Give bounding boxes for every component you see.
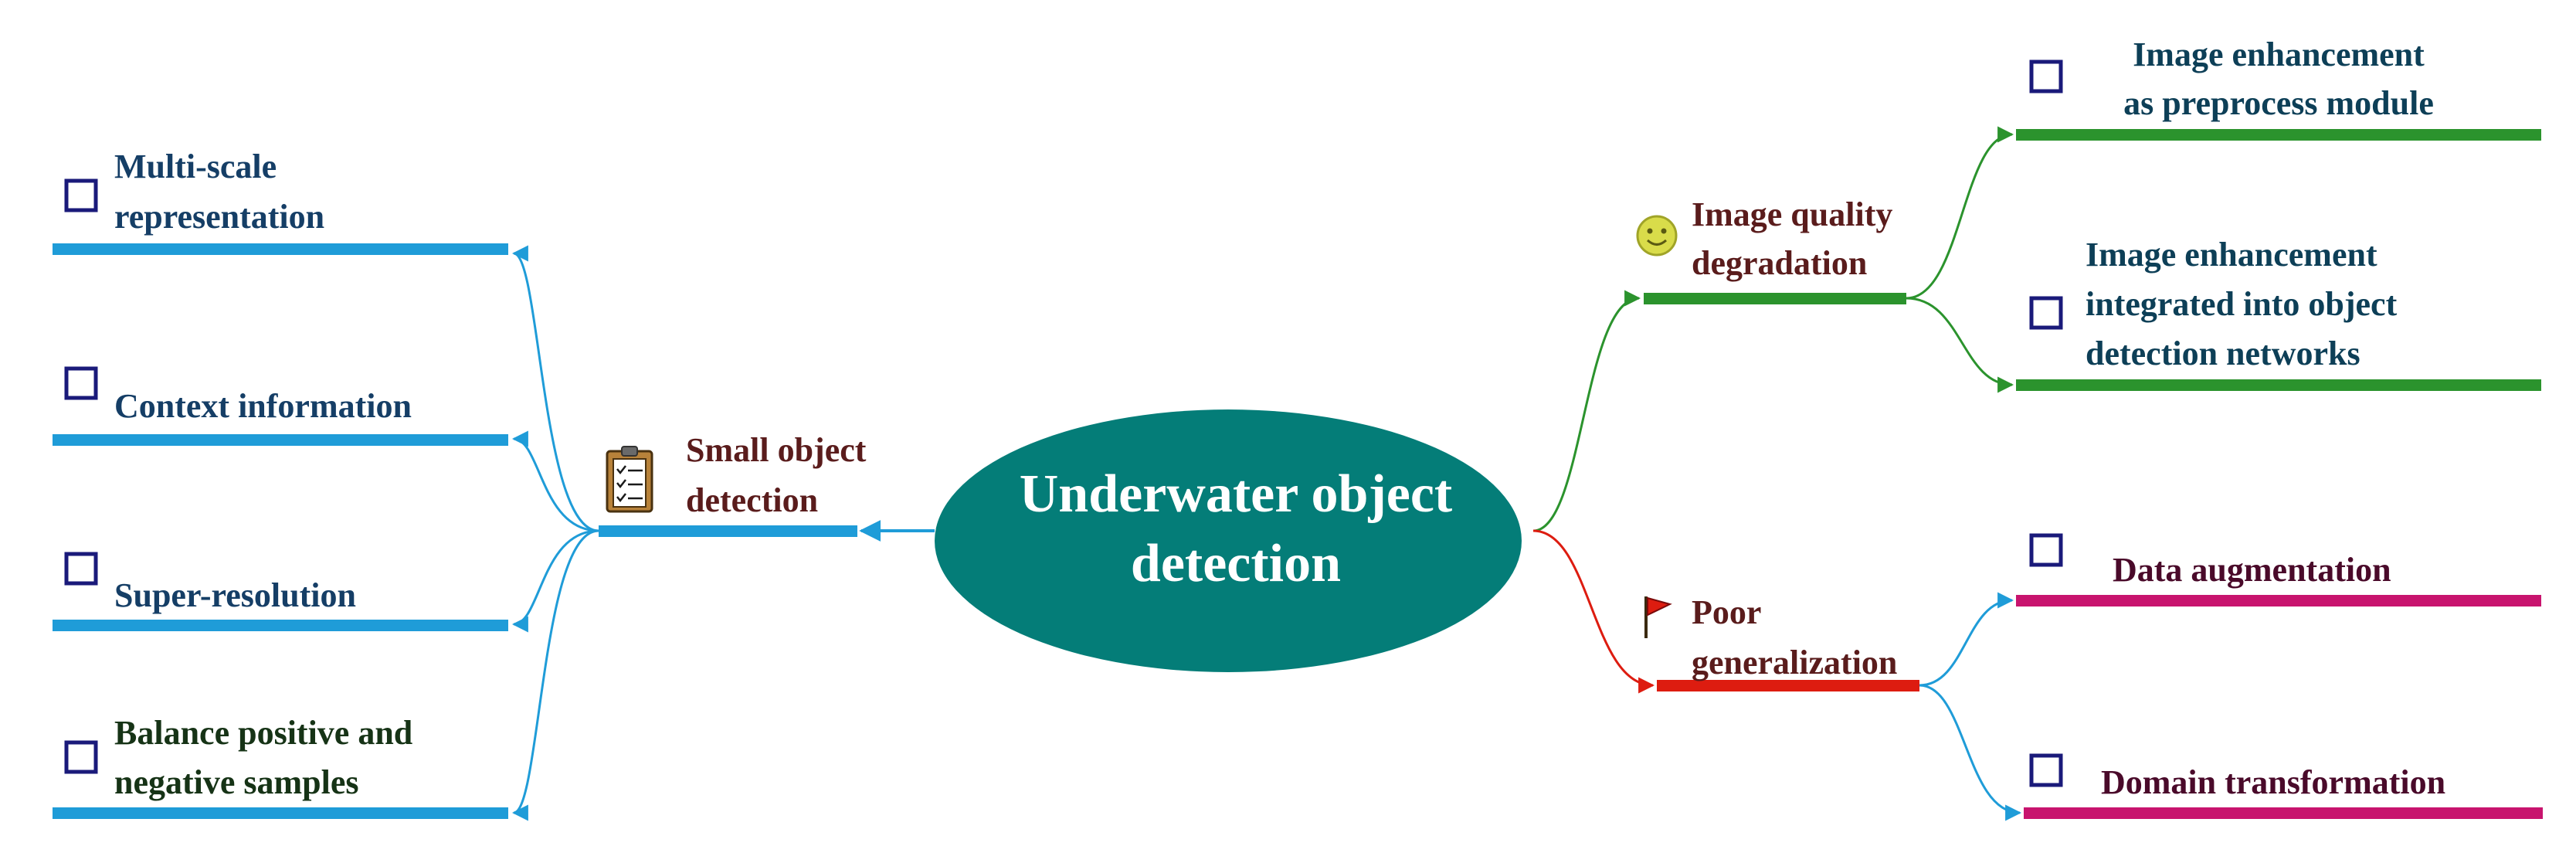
image-quality-label-line1: Image quality bbox=[1692, 195, 1892, 233]
data-augmentation-bar bbox=[2016, 595, 2541, 606]
checkbox-icon bbox=[64, 740, 98, 774]
poor-generalization-label-line2: generalization bbox=[1692, 644, 1897, 681]
checkbox-icon bbox=[64, 366, 98, 400]
domain-transformation-bar bbox=[2024, 807, 2543, 819]
small-object-bar bbox=[599, 525, 857, 537]
image-quality-bar bbox=[1644, 293, 1906, 304]
connector-to-enhancement-preprocess bbox=[1906, 126, 2014, 300]
enhancement-integrated-label-line3: detection networks bbox=[2086, 335, 2360, 372]
super-resolution-label: Super-resolution bbox=[114, 576, 356, 614]
balance-samples-label-line1: Balance positive and bbox=[114, 714, 412, 752]
data-augmentation-label: Data augmentation bbox=[2113, 551, 2391, 589]
poor-generalization-bar bbox=[1657, 680, 1919, 691]
connector-to-enhancement-integrated bbox=[1906, 297, 2014, 393]
center-label-line1: Underwater object bbox=[1020, 464, 1452, 524]
connector-to-context-information bbox=[511, 430, 599, 532]
enhancement-preprocess-label-line1: Image enhancement bbox=[2133, 36, 2425, 73]
small-object-label-line1: Small object bbox=[686, 431, 867, 469]
center-node bbox=[935, 409, 1522, 672]
enhancement-preprocess-label-line2: as preprocess module bbox=[2123, 84, 2434, 122]
multi-scale-bar bbox=[53, 243, 508, 255]
enhancement-integrated-label-line2: integrated into object bbox=[2086, 285, 2398, 323]
domain-transformation-label: Domain transformation bbox=[2101, 763, 2445, 801]
connector-center-to-image-quality bbox=[1532, 290, 1641, 532]
connector-to-data-augmentation bbox=[1919, 592, 2014, 687]
enhancement-integrated-bar bbox=[2016, 379, 2541, 391]
image-quality-label-line2: degradation bbox=[1692, 244, 1867, 282]
red-flag-icon bbox=[1644, 596, 1672, 638]
connector-to-super-resolution bbox=[511, 529, 599, 633]
checkbox-icon bbox=[2029, 753, 2063, 787]
small-object-label-line2: detection bbox=[686, 481, 818, 519]
connector-to-balance-samples bbox=[511, 529, 599, 821]
balance-samples-label-line2: negative samples bbox=[114, 763, 359, 801]
connector-to-multi-scale bbox=[511, 245, 599, 532]
checkbox-icon bbox=[64, 178, 98, 212]
smiley-face-icon bbox=[1636, 215, 1678, 257]
super-resolution-bar bbox=[53, 620, 508, 631]
center-label-line2: detection bbox=[1131, 534, 1341, 593]
enhancement-preprocess-bar bbox=[2016, 129, 2541, 141]
multi-scale-label-line1: Multi-scale bbox=[114, 148, 277, 185]
context-information-bar bbox=[53, 434, 508, 446]
connector-to-domain-transformation bbox=[1919, 684, 2022, 821]
checkbox-icon bbox=[2029, 296, 2063, 330]
balance-samples-bar bbox=[53, 807, 508, 819]
clipboard-checklist-icon bbox=[606, 446, 653, 513]
checkbox-icon bbox=[64, 552, 98, 586]
checkbox-icon bbox=[2029, 533, 2063, 567]
poor-generalization-label-line1: Poor bbox=[1692, 593, 1761, 631]
checkbox-icon bbox=[2029, 59, 2063, 93]
multi-scale-label-line2: representation bbox=[114, 198, 324, 236]
enhancement-integrated-label-line1: Image enhancement bbox=[2086, 236, 2377, 274]
connector-center-to-poor-generalization bbox=[1532, 529, 1655, 694]
context-information-label: Context information bbox=[114, 387, 412, 425]
